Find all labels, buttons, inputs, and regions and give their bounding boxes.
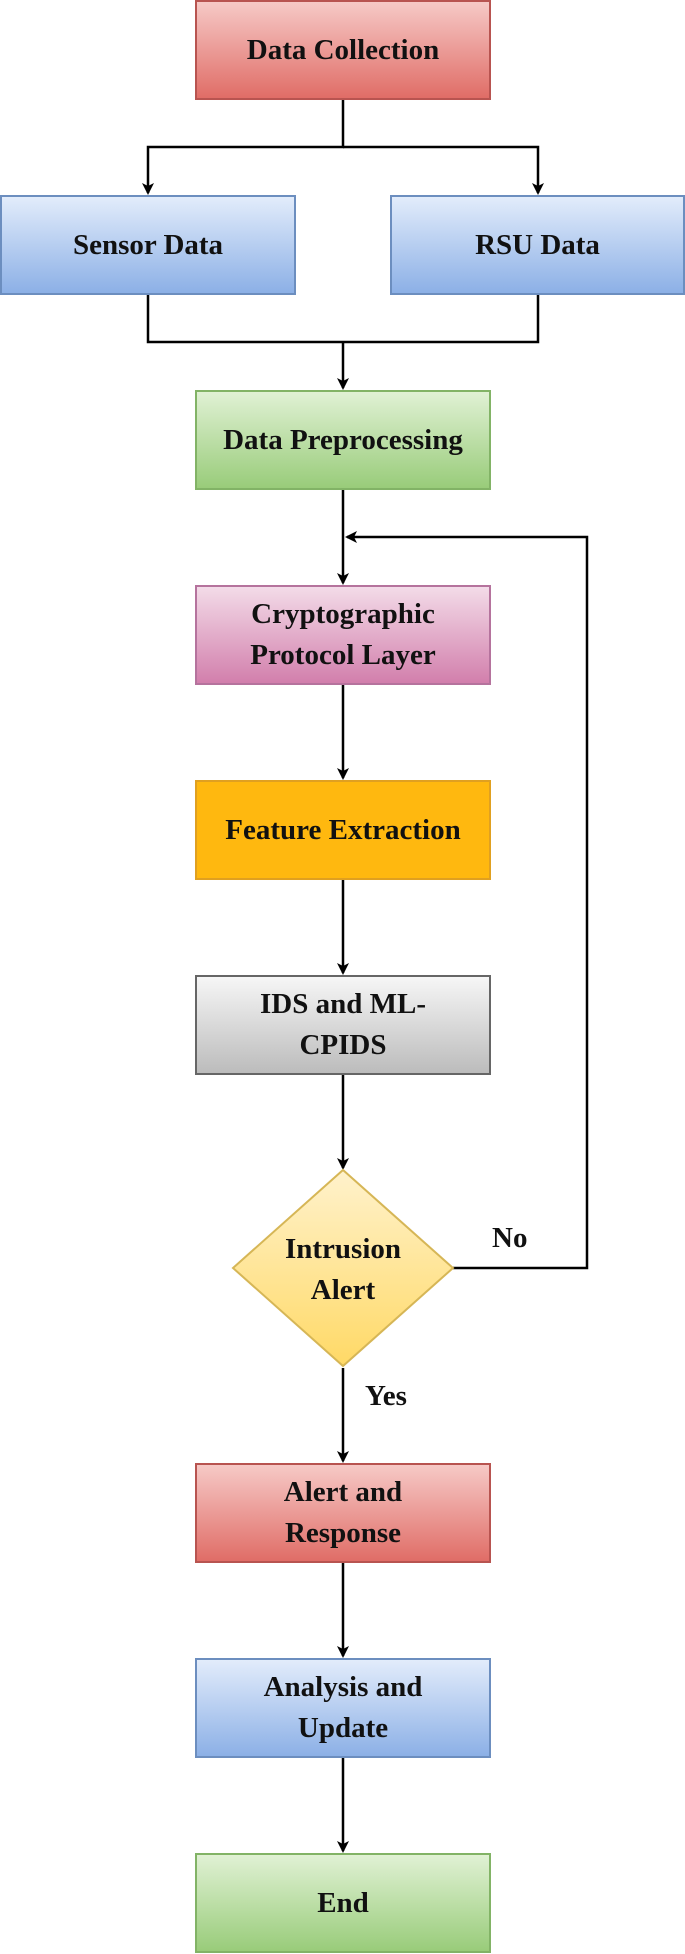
node-feature-extraction: Feature Extraction (195, 780, 491, 880)
node-data-collection: Data Collection (195, 0, 491, 100)
edge-collection-to-rsu (343, 145, 544, 195)
node-cryptographic-protocol-layer: Cryptographic Protocol Layer (195, 585, 491, 685)
intrusion-alert-diamond (231, 1168, 455, 1368)
edge-decision-no-loop (345, 531, 589, 1270)
node-sensor-data: Sensor Data (0, 195, 296, 295)
node-data-preprocessing: Data Preprocessing (195, 390, 491, 490)
node-analysis-and-update: Analysis and Update (195, 1658, 491, 1758)
node-rsu-data: RSU Data (390, 195, 685, 295)
node-alert-and-response: Alert and Response (195, 1463, 491, 1563)
edge-label-yes: Yes (365, 1380, 407, 1412)
node-intrusion-alert-label: Intrusion Alert (284, 1233, 402, 1306)
edge-collection-to-sensor (142, 100, 345, 195)
edge-label-no: No (492, 1222, 528, 1254)
edge-sensor-to-merge (146, 295, 540, 344)
node-end: End (195, 1853, 491, 1953)
node-ids-ml-cpids: IDS and ML-CPIDS (195, 975, 491, 1075)
